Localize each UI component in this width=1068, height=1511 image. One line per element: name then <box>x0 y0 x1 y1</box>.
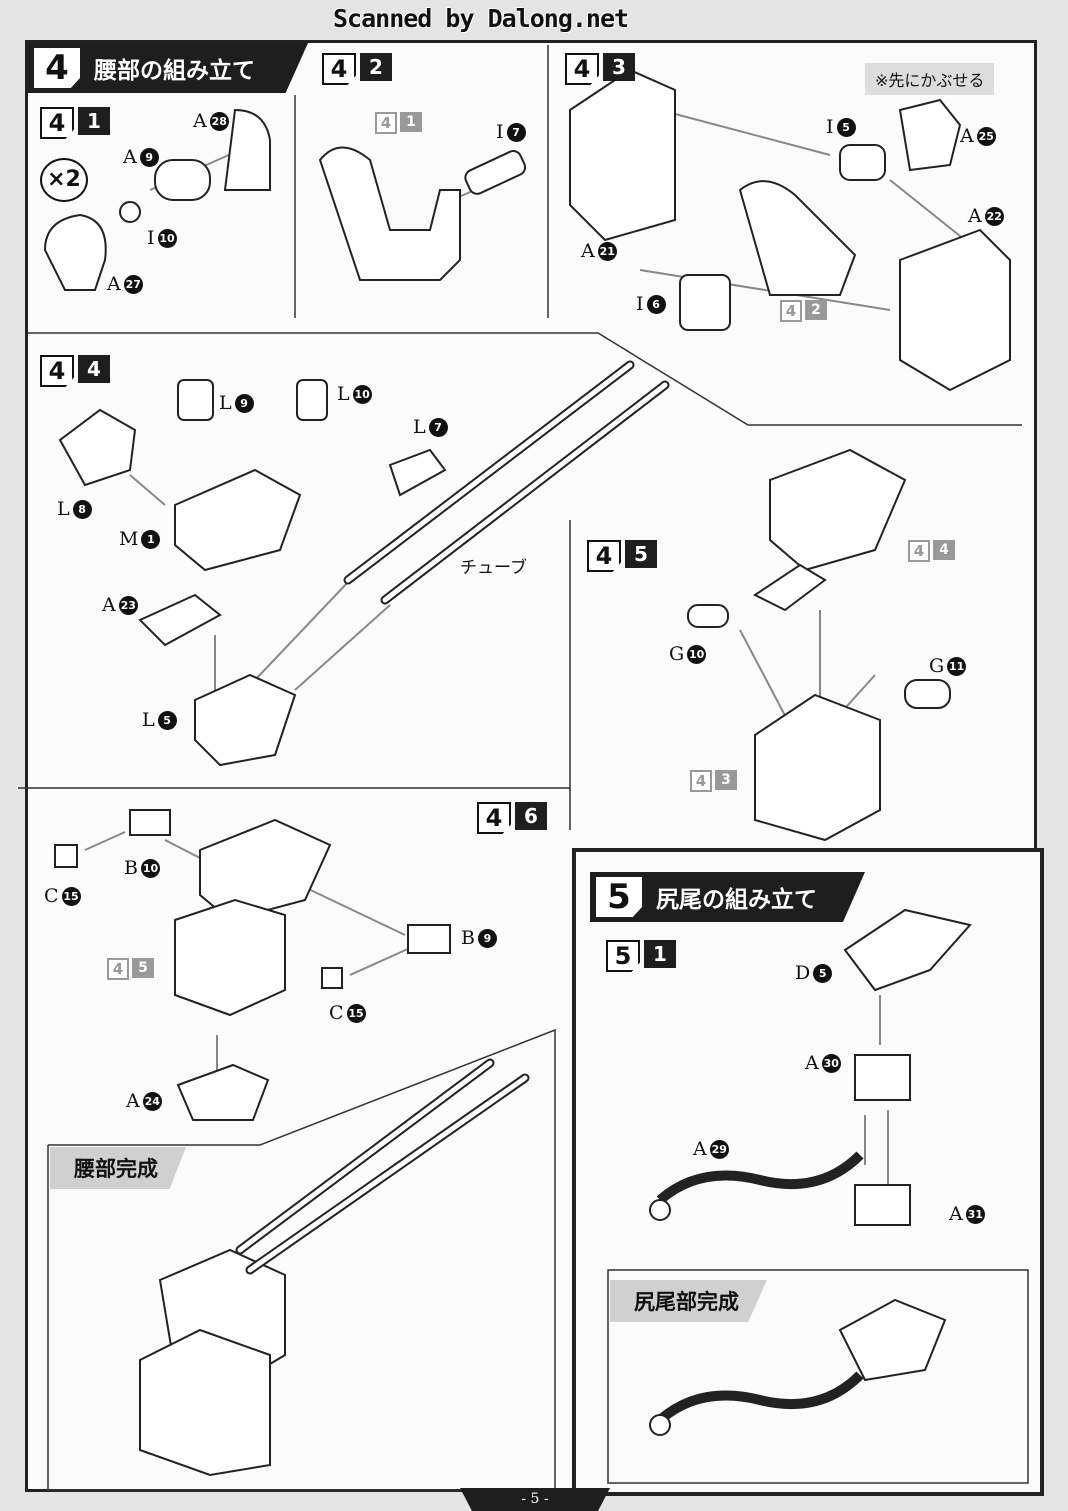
step-major: 4 <box>40 107 74 139</box>
step-minor: 1 <box>644 940 676 968</box>
section-5-header: 5 尻尾の組み立て <box>590 872 865 922</box>
panel-dividers <box>18 45 1029 1491</box>
step-minor: 2 <box>360 53 392 81</box>
waist-complete-label: 腰部完成 <box>50 1147 186 1189</box>
quantity-multiplier: ×2 <box>40 158 88 202</box>
part-drawings <box>43 68 1011 1477</box>
section-number: 5 <box>596 877 642 917</box>
tail-complete-label: 尻尾部完成 <box>610 1280 767 1322</box>
step-major: 4 <box>322 53 356 85</box>
instruction-note: ※先にかぶせる <box>865 63 995 95</box>
step-major: 4 <box>477 802 511 834</box>
step-minor: 1 <box>78 107 110 135</box>
tube-label: チューブ <box>460 558 527 578</box>
section-title: 尻尾の組み立て <box>656 887 817 913</box>
step-minor: 4 <box>78 355 110 383</box>
section-4-header: 4 腰部の組み立て <box>28 43 308 93</box>
step-minor: 6 <box>515 802 547 830</box>
section-title: 腰部の組み立て <box>94 58 255 84</box>
step-major: 4 <box>40 355 74 387</box>
step-major: 4 <box>587 540 621 572</box>
page-number: - 5 - <box>460 1488 610 1511</box>
step-major: 4 <box>565 53 599 85</box>
step-major: 5 <box>606 940 640 972</box>
section-number: 4 <box>34 48 80 88</box>
step-minor: 5 <box>625 540 657 568</box>
step-minor: 3 <box>603 53 635 81</box>
scanner-watermark: Scanned by Dalong.net <box>333 4 629 33</box>
